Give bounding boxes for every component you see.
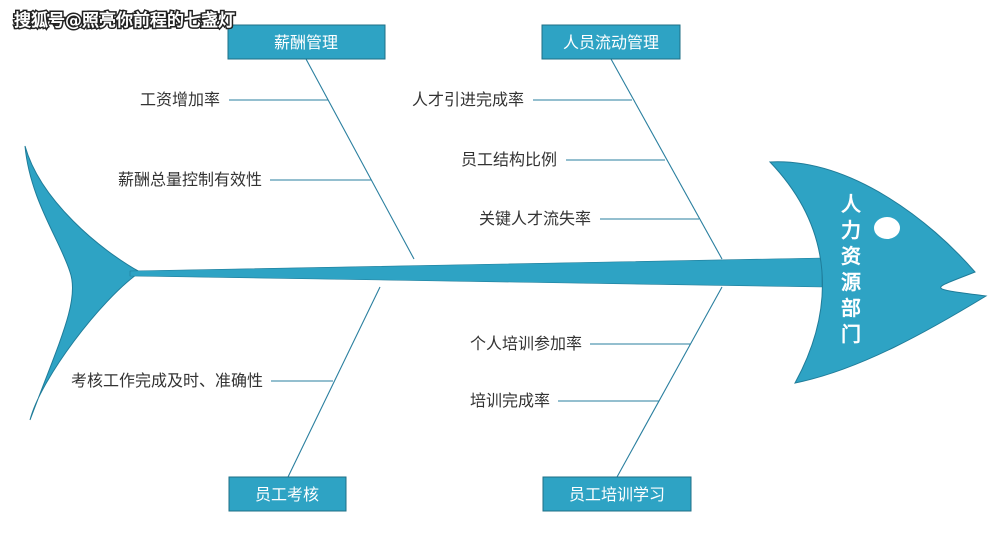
category-box-salary: 薪酬管理	[227, 24, 386, 60]
bone-salary	[305, 58, 415, 260]
cause-label: 培训完成率	[470, 391, 550, 410]
category-label-assessment: 员工考核	[255, 485, 319, 504]
department-title: 人 力 资 源 部 门	[841, 192, 862, 346]
watermark-text: 搜狐号@照亮你前程的七盏灯	[14, 10, 235, 31]
cause-label: 工资增加率	[140, 90, 220, 109]
department-title-char: 人	[841, 192, 862, 216]
cause-label: 考核工作完成及时、准确性	[71, 371, 263, 390]
fish-eye	[874, 217, 900, 239]
fish-tail	[24, 145, 141, 421]
department-title-char: 资	[841, 244, 861, 268]
fish-head	[768, 161, 988, 384]
category-box-flow: 人员流动管理	[541, 24, 681, 60]
cause-label: 薪酬总量控制有效性	[118, 170, 262, 189]
bone-assessment	[287, 286, 381, 478]
department-title-char: 门	[841, 322, 861, 346]
fish-spine	[129, 257, 823, 288]
cause-label: 员工结构比例	[461, 150, 557, 169]
cause-label: 人才引进完成率	[412, 90, 524, 109]
cause-label: 关键人才流失率	[479, 209, 591, 228]
category-label-salary: 薪酬管理	[274, 33, 338, 52]
category-box-training: 员工培训学习	[542, 476, 692, 512]
department-title-char: 源	[841, 270, 861, 294]
bone-flow	[610, 58, 723, 260]
category-label-training: 员工培训学习	[569, 485, 665, 504]
category-box-assessment: 员工考核	[228, 476, 347, 512]
cause-label: 个人培训参加率	[470, 334, 582, 353]
department-title-char: 部	[841, 296, 861, 320]
bone-training	[616, 286, 723, 478]
department-title-char: 力	[841, 218, 861, 242]
category-label-flow: 人员流动管理	[563, 33, 659, 52]
